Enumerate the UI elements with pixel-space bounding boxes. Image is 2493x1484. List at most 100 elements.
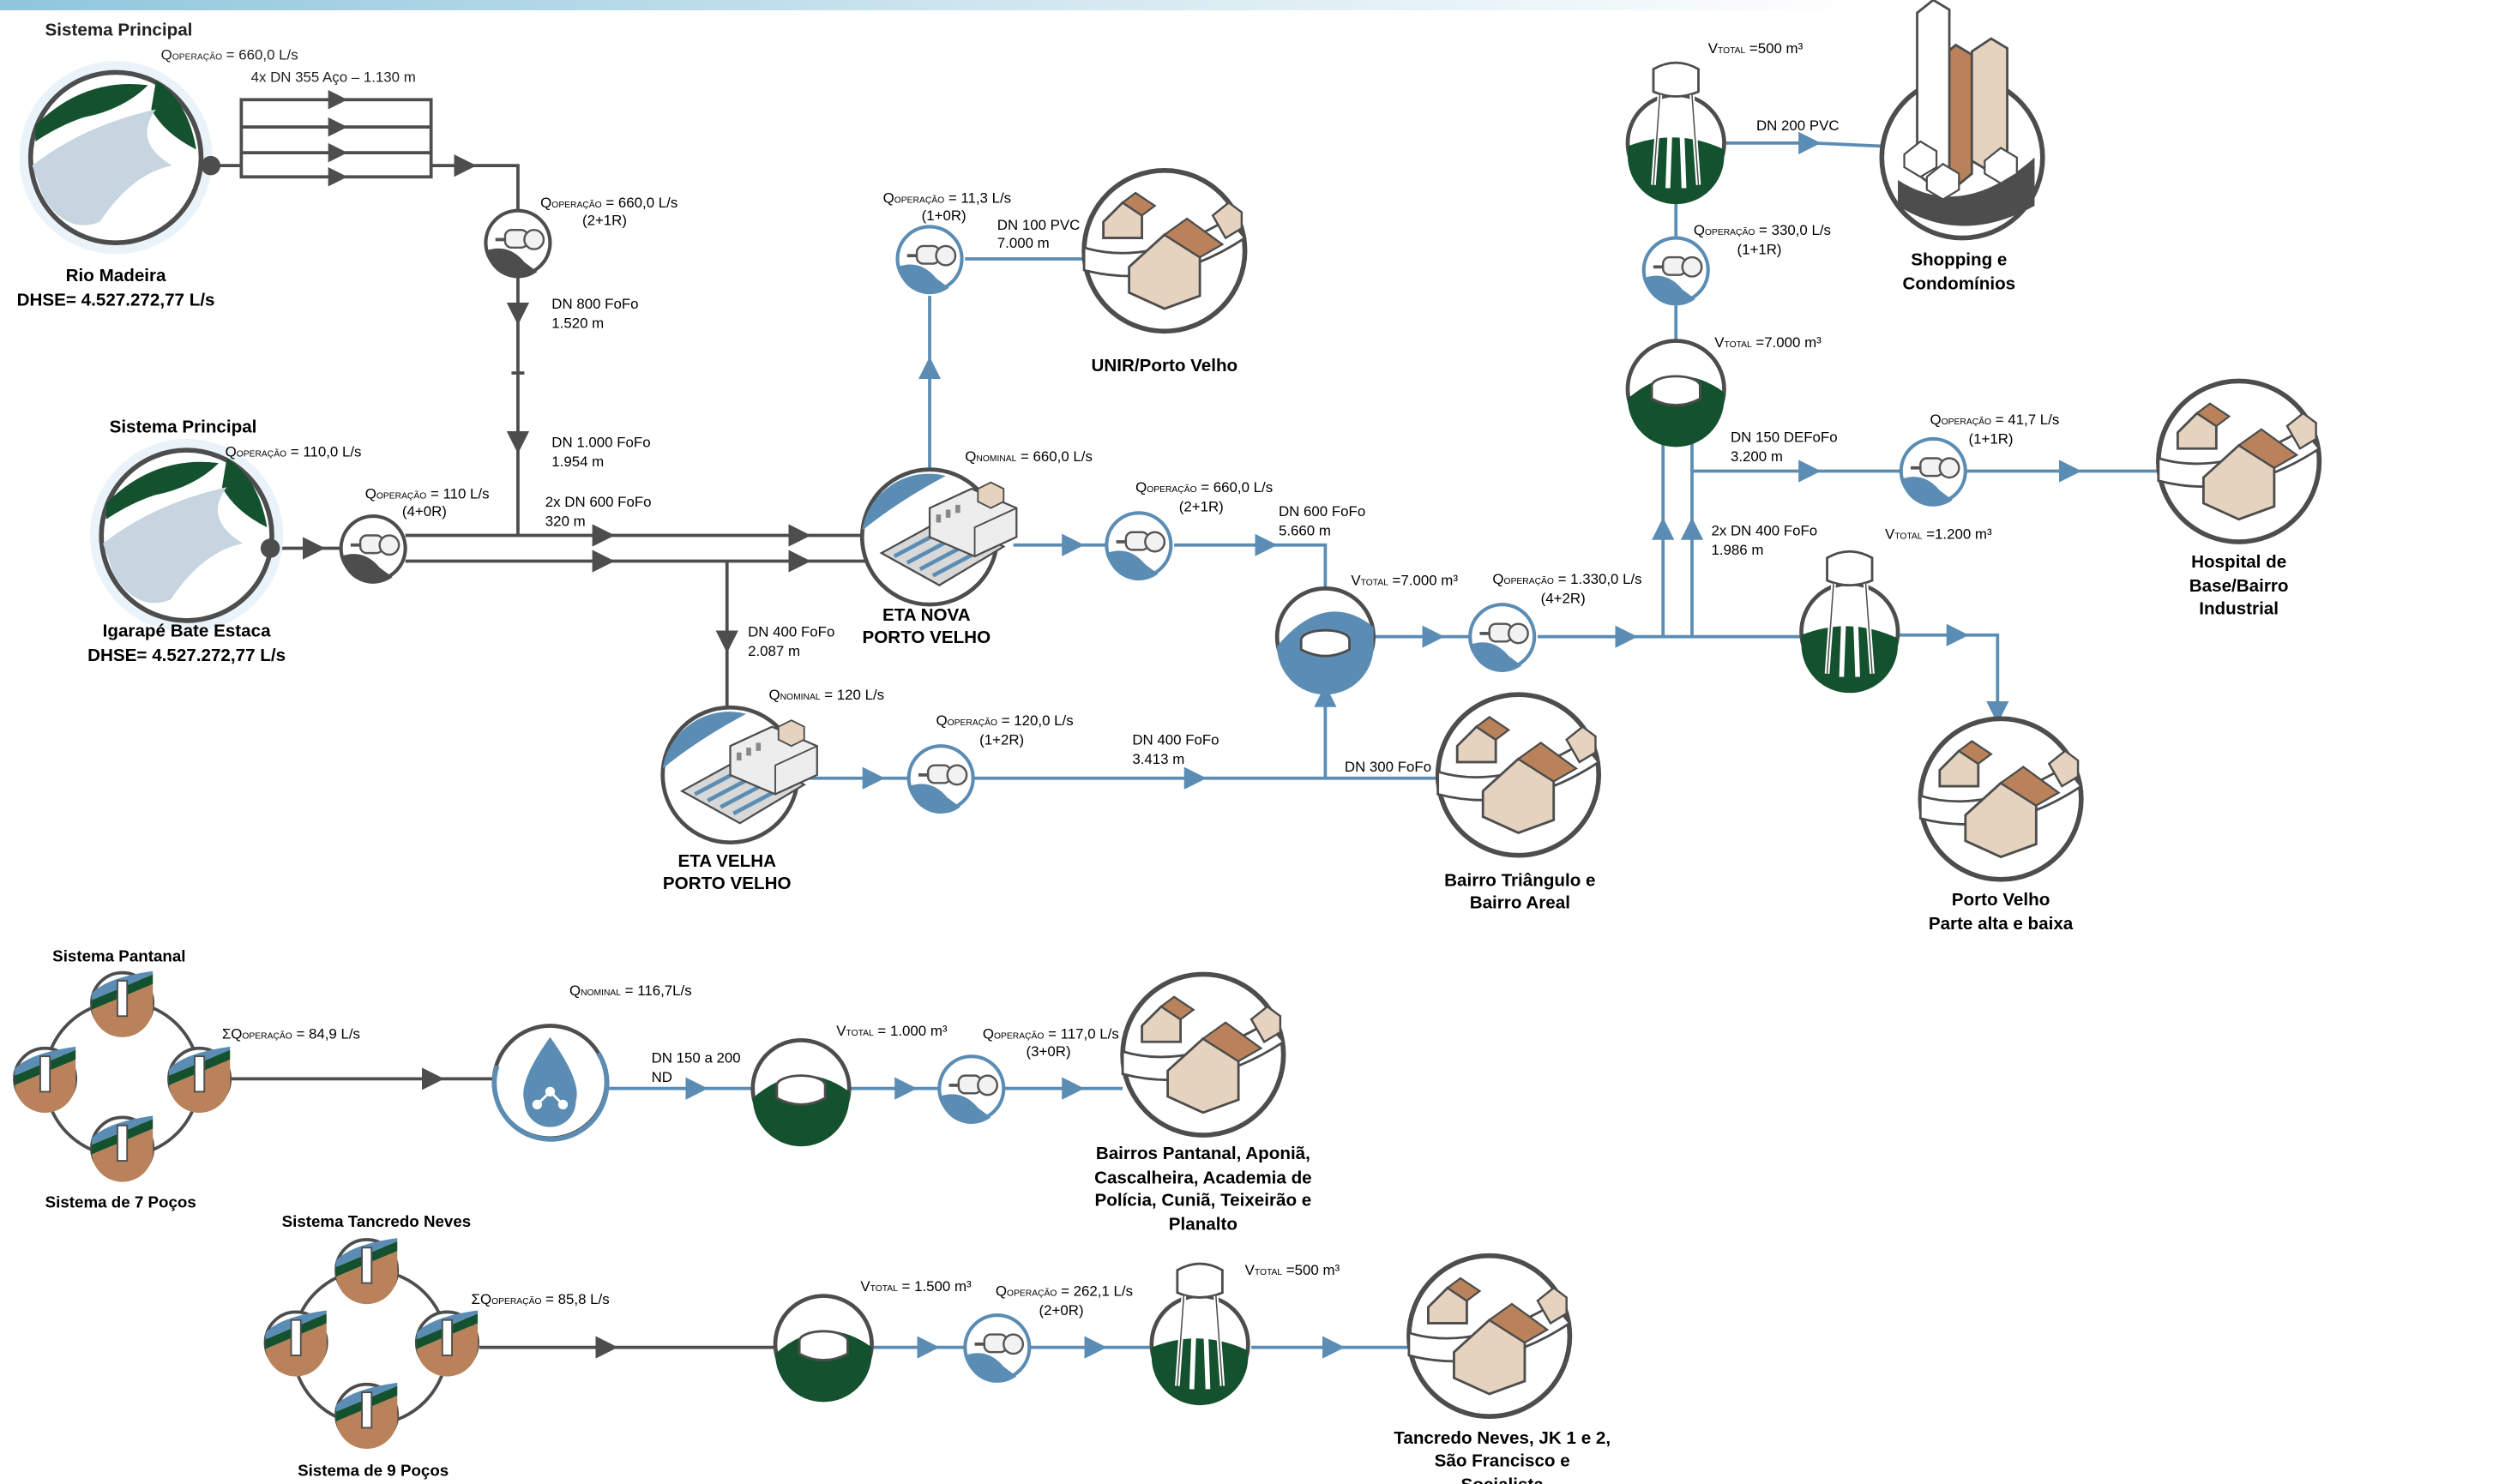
pantanal-well-icon	[90, 1114, 155, 1184]
top-tower-volume: VTOTAL =500 m³	[1708, 40, 1804, 57]
tancredo-tower-icon	[1152, 1264, 1249, 1405]
top-reservoir-pipe-len: 3.200 m	[1731, 448, 1783, 465]
tancredo-wells: Sistema de 9 Poços	[298, 1462, 449, 1480]
porto-velho-dest2: Parte alta e baixa	[1929, 914, 2074, 934]
tancredo-tower-volume: VTOTAL =500 m³	[1245, 1262, 1340, 1278]
pipes-main	[212, 98, 2159, 1359]
pantanal-pipe: DN 150 a 200	[652, 1050, 741, 1066]
labels: Sistema Principal QOPERAÇÃO = 660,0 L/s …	[17, 20, 2289, 1484]
igarape-pump-icon	[341, 516, 406, 584]
rio-madeira-pipe-arrows	[328, 90, 348, 187]
hospital-dest2: Base/Bairro	[2189, 576, 2289, 596]
pantanal-reservoir-volume: VTOTAL = 1.000 m³	[836, 1023, 948, 1039]
pantanal-treatment-icon	[494, 1026, 607, 1139]
eta-velha-pipe: DN 400 FoFo	[748, 624, 834, 640]
eta-velha-name2: PORTO VELHO	[663, 874, 792, 893]
eta-velha-pump-icon	[909, 746, 973, 814]
eta-nova-name1: ETA NOVA	[882, 605, 971, 625]
porto-velho-dest1: Porto Velho	[1952, 890, 2050, 910]
tancredo-well-icon	[414, 1308, 480, 1379]
eta-nova-plant-icon	[862, 470, 1016, 605]
unir-houses-icon	[1084, 171, 1245, 332]
pantanal-dest1: Bairros Pantanal, Aponiã,	[1096, 1144, 1310, 1163]
main-pipe3: 2x DN 600 FoFo	[545, 494, 652, 510]
shopping-dest1: Shopping e	[1911, 249, 2007, 269]
center-pump-icon	[1470, 604, 1534, 672]
eta-nova-pump-config: (2+1R)	[1179, 498, 1224, 514]
right-tower-volume: VTOTAL =1.200 m³	[1885, 526, 1992, 542]
tancredo-dest3: Socialista	[1461, 1475, 1545, 1484]
top-accent-bar	[0, 0, 2493, 10]
unir-dest: UNIR/Porto Velho	[1092, 356, 1238, 376]
tancredo-well-icon	[334, 1380, 400, 1451]
right-tower-icon	[1802, 551, 1899, 693]
main-pipe2-len: 1.954 m	[551, 454, 604, 470]
unir-pump-icon	[898, 226, 962, 294]
center-pipe-in: DN 300 FoFo	[1345, 759, 1431, 775]
tancredo-well-icon	[334, 1236, 400, 1307]
tancredo-sum-flow: ΣQOPERAÇÃO = 85,8 L/s	[472, 1291, 610, 1307]
top-pipe: DN 200 PVC	[1756, 117, 1840, 134]
top-reservoir-icon	[1628, 341, 1725, 448]
porto-velho-houses-icon	[1920, 718, 2081, 880]
igarape-system-label: Sistema Principal	[110, 417, 257, 436]
center-pump-flow: QOPERAÇÃO = 1.330,0 L/s	[1492, 571, 1641, 587]
tancredo-well-icon	[263, 1308, 328, 1379]
igarape-intake-node	[260, 538, 280, 558]
hospital-dest3: Industrial	[2199, 598, 2279, 618]
rio-madeira-pipes: 4x DN 355 Aço – 1.130 m	[251, 69, 416, 86]
pantanal-reservoir-icon	[753, 1040, 850, 1146]
pantanal-pump-config: (3+0R)	[1027, 1043, 1071, 1060]
main-pipe1: DN 800 FoFo	[551, 296, 638, 312]
pantanal-wells: Sistema de 7 Poços	[45, 1193, 196, 1211]
eta-nova-pipe-len: 5.660 m	[1279, 523, 1331, 539]
hospital-houses-icon	[2159, 381, 2320, 542]
center-pipe-len: 1.986 m	[1711, 542, 1763, 558]
igarape-pump-flow: QOPERAÇÃO = 110 L/s	[365, 485, 490, 502]
igarape-dhse: DHSE= 4.527.272,77 L/s	[87, 646, 286, 665]
hospital-pump-flow: QOPERAÇÃO = 41,7 L/s	[1930, 412, 2060, 428]
unir-pipe-len: 7.000 m	[997, 235, 1050, 251]
triangulo-dest1: Bairro Triângulo e	[1444, 870, 1595, 890]
eta-nova-pump-icon	[1106, 513, 1171, 580]
igarape-flow: QOPERAÇÃO = 110,0 L/s	[226, 444, 362, 460]
tancredo-pump-icon	[965, 1315, 1029, 1383]
tancredo-reservoir-volume: VTOTAL = 1.500 m³	[860, 1278, 972, 1295]
main-pipe1-len: 1.520 m	[551, 315, 604, 332]
main-pump-flow: QOPERAÇÃO = 660,0 L/s	[540, 195, 677, 211]
center-pump-config: (4+2R)	[1541, 590, 1586, 606]
center-pipe: 2x DN 400 FoFo	[1711, 523, 1817, 539]
pantanal-pump-icon	[939, 1056, 1003, 1124]
rio-madeira-intake-node	[201, 155, 220, 176]
top-tower-icon	[1628, 63, 1725, 204]
pantanal-treatment-flow: QNOMINAL = 116,7L/s	[569, 982, 692, 999]
pantanal-houses-icon	[1123, 974, 1284, 1135]
pantanal-well-icon	[13, 1045, 78, 1115]
main-pipe3-len: 320 m	[545, 513, 586, 529]
tancredo-pump-flow: QOPERAÇÃO = 262,1 L/s	[996, 1283, 1133, 1300]
river-pump-icon	[485, 211, 550, 279]
eta-nova-name2: PORTO VELHO	[862, 628, 991, 647]
eta-velha-pipe2: DN 400 FoFo	[1132, 731, 1219, 748]
pantanal-dest2: Cascalheira, Academia de	[1094, 1168, 1312, 1187]
eta-velha-pipe-len: 2.087 m	[748, 643, 800, 659]
unir-pump-config: (1+0R)	[922, 207, 966, 224]
main-pipe2: DN 1.000 FoFo	[551, 434, 650, 450]
hospital-dest1: Hospital de	[2191, 552, 2286, 572]
eta-velha-plant-icon	[663, 707, 817, 843]
tancredo-dest1: Tancredo Neves, JK 1 e 2,	[1394, 1428, 1611, 1448]
pantanal-well-icon	[167, 1045, 232, 1115]
shopping-dest2: Condomínios	[1902, 274, 2015, 294]
eta-nova-pump-flow: QOPERAÇÃO = 660,0 L/s	[1135, 479, 1273, 496]
pantanal-pump-flow: QOPERAÇÃO = 117,0 L/s	[983, 1026, 1119, 1042]
rio-madeira-system-label: Sistema Principal	[45, 20, 193, 39]
rio-madeira-name: Rio Madeira	[66, 266, 166, 285]
igarape-river-icon	[90, 439, 283, 632]
eta-velha-flow: QNOMINAL = 120 L/s	[769, 687, 885, 703]
pantanal-well-icon	[90, 969, 155, 1039]
hospital-pump-icon	[1901, 439, 1966, 507]
pantanal-sum-flow: ΣQOPERAÇÃO = 84,9 L/s	[222, 1026, 360, 1042]
tancredo-houses-icon	[1409, 1256, 1570, 1417]
tancredo-reservoir-icon	[775, 1296, 872, 1403]
